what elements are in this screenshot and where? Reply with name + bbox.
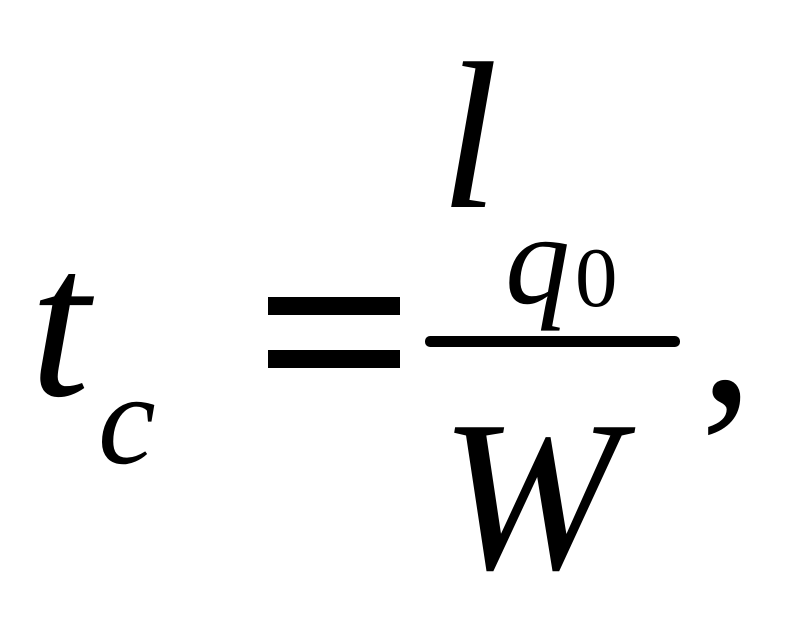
numerator-subscript-index: 0 xyxy=(575,231,618,325)
equals-bar-bottom xyxy=(268,350,400,368)
denominator: W xyxy=(440,376,620,615)
fraction-bar xyxy=(425,336,680,347)
lhs-base: t xyxy=(30,203,90,442)
lhs-subscript: c xyxy=(98,348,156,492)
trailing-comma: , xyxy=(700,210,754,449)
numerator-subscript: q xyxy=(505,188,570,332)
equals-bar-top xyxy=(268,297,400,315)
numerator-base: l xyxy=(440,21,499,253)
